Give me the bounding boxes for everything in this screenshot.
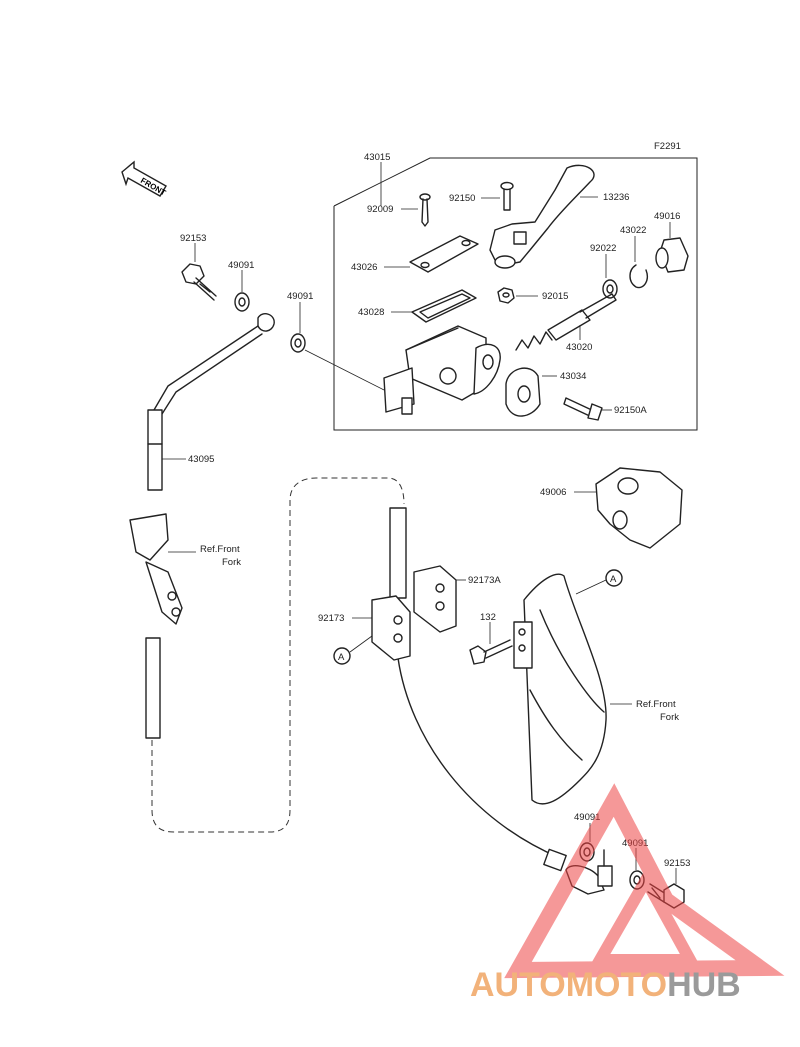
watermark-logo: [504, 783, 785, 979]
watermark-part1: AUTOMOTO: [470, 966, 667, 1004]
washer-92022: [602, 279, 618, 299]
label-92153-bottom: 92153: [664, 858, 690, 869]
nut-92015: [497, 287, 515, 304]
assembly-box: [333, 157, 698, 431]
bolt-92150A: [563, 397, 603, 421]
clamp-92173A: [413, 565, 457, 633]
bolt-92150: [500, 181, 514, 211]
marker-a-left-text: A: [338, 652, 345, 663]
holder-49006: [595, 467, 683, 549]
label-13236: 13236: [603, 192, 629, 203]
boot-49016: [655, 237, 689, 273]
label-43028: 43028: [358, 307, 384, 318]
front-direction-arrow: FRONT: [121, 160, 167, 198]
label-43026: 43026: [351, 262, 377, 273]
label-92150A: 92150A: [614, 405, 647, 416]
brake-hose-43095: [129, 313, 405, 833]
banjo-bolt-92153-top: [181, 263, 217, 301]
piston-kit-43020: [515, 293, 617, 351]
marker-a-right: A: [575, 569, 623, 595]
screw-92009: [419, 193, 431, 227]
label-92153-top: 92153: [180, 233, 206, 244]
lower-hose: [389, 507, 561, 859]
clamp-92173: [371, 595, 411, 661]
circlip-43022: [629, 264, 648, 289]
label-92150: 92150: [449, 193, 475, 204]
ref-front-fork-left-2: Fork: [222, 557, 241, 568]
label-92022: 92022: [590, 243, 616, 254]
label-92173A: 92173A: [468, 575, 501, 586]
clamp-43034: [505, 367, 541, 417]
label-49091-top-2: 49091: [287, 291, 313, 302]
washer-49091-top-1: [234, 292, 250, 312]
bolt-132: [469, 639, 513, 665]
label-49016: 49016: [654, 211, 680, 222]
label-43020: 43020: [566, 342, 592, 353]
marker-a-right-text: A: [610, 574, 617, 585]
label-132: 132: [480, 612, 496, 623]
label-43022: 43022: [620, 225, 646, 236]
label-43015: 43015: [364, 152, 390, 163]
diaphragm-43028: [411, 289, 477, 323]
marker-a-left: A: [333, 635, 373, 665]
ref-front-fork-right-1: Ref.Front: [636, 699, 676, 710]
watermark-text: AUTOMOTOHUB: [470, 966, 741, 1004]
figure-code: F2291: [654, 141, 681, 152]
watermark-part2: HUB: [667, 966, 741, 1004]
label-43095: 43095: [188, 454, 214, 465]
master-cylinder-body: [383, 325, 501, 415]
ref-front-fork-left-1: Ref.Front: [200, 544, 240, 555]
label-92015: 92015: [542, 291, 568, 302]
label-92173: 92173: [318, 613, 344, 624]
label-49006: 49006: [540, 487, 566, 498]
fork-guard: [513, 573, 607, 805]
lever-13236: [489, 164, 595, 269]
reservoir-cap-43026: [409, 235, 479, 273]
label-49091-bottom-1: 49091: [574, 812, 600, 823]
label-92009: 92009: [367, 204, 393, 215]
washer-49091-top-2: [290, 333, 306, 353]
ref-front-fork-right-2: Fork: [660, 712, 679, 723]
label-49091-top-1: 49091: [228, 260, 254, 271]
label-43034: 43034: [560, 371, 586, 382]
